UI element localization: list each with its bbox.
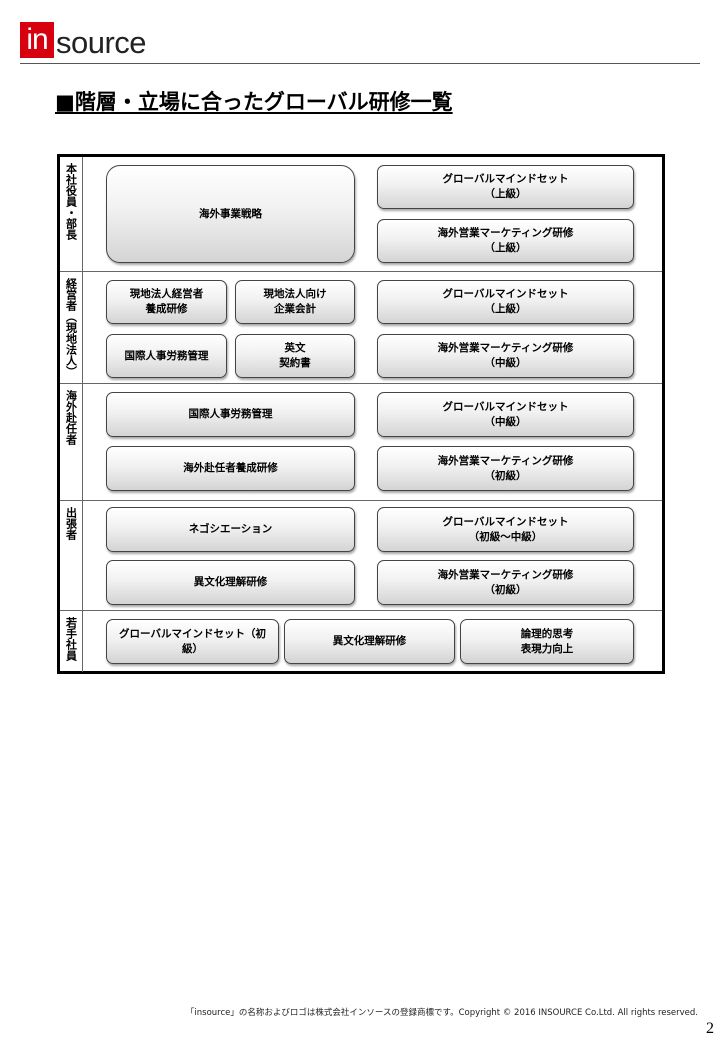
- course-cell: 海外営業マーケティング研修 （初級）: [377, 446, 634, 491]
- course-cell: 論理的思考 表現力向上: [460, 619, 634, 664]
- course-cell: 海外営業マーケティング研修 （上級）: [377, 219, 634, 263]
- page-number: 2: [706, 1020, 714, 1037]
- course-cell: グローバルマインドセット （初級～中級）: [377, 507, 634, 552]
- row-label: 海外赴任者: [60, 384, 83, 501]
- copyright-footer: 「insource」の名称およびロゴは株式会社インソースの登録商標です。Copy…: [185, 1008, 698, 1018]
- row-label: 経営者（現地法人）: [60, 272, 83, 384]
- course-cell: 現地法人向け 企業会計: [235, 280, 355, 324]
- course-cell: 異文化理解研修: [284, 619, 455, 664]
- row-label: 若手社員: [60, 611, 83, 672]
- row-label: 出張者: [60, 501, 83, 611]
- course-cell: 海外事業戦略: [106, 165, 355, 263]
- logo-mark: in: [20, 22, 54, 58]
- course-cell: グローバルマインドセット （上級）: [377, 280, 634, 324]
- course-cell: 海外赴任者養成研修: [106, 446, 355, 491]
- course-cell: ネゴシエーション: [106, 507, 355, 552]
- training-matrix: 本社役員・部長 海外事業戦略 グローバルマインドセット （上級） 海外営業マーケ…: [57, 154, 665, 674]
- matrix-row-local-management: 経営者（現地法人） 現地法人経営者 養成研修 現地法人向け 企業会計 国際人事労…: [60, 271, 662, 384]
- matrix-row-business-travelers: 出張者 ネゴシエーション 異文化理解研修 グローバルマインドセット （初級～中級…: [60, 500, 662, 611]
- course-cell: 海外営業マーケティング研修 （中級）: [377, 334, 634, 378]
- page-title: ■階層・立場に合ったグローバル研修一覧: [55, 90, 453, 114]
- row-label: 本社役員・部長: [60, 157, 83, 271]
- course-cell: 現地法人経営者 養成研修: [106, 280, 227, 324]
- course-cell: グローバルマインドセット （中級）: [377, 392, 634, 437]
- course-cell: 英文 契約書: [235, 334, 355, 378]
- company-logo: in source: [20, 22, 147, 60]
- logo-wordmark: source: [56, 25, 147, 60]
- header-divider: [20, 63, 700, 64]
- matrix-row-expatriates: 海外赴任者 国際人事労務管理 海外赴任者養成研修 グローバルマインドセット （中…: [60, 383, 662, 501]
- course-cell: 海外営業マーケティング研修 （初級）: [377, 560, 634, 605]
- course-cell: 国際人事労務管理: [106, 334, 227, 378]
- course-cell: 異文化理解研修: [106, 560, 355, 605]
- course-cell: グローバルマインドセット（初 級）: [106, 619, 279, 664]
- course-cell: 国際人事労務管理: [106, 392, 355, 437]
- matrix-row-young-employees: 若手社員 グローバルマインドセット（初 級） 異文化理解研修 論理的思考 表現力…: [60, 610, 662, 672]
- matrix-row-executives: 本社役員・部長 海外事業戦略 グローバルマインドセット （上級） 海外営業マーケ…: [60, 157, 662, 271]
- course-cell: グローバルマインドセット （上級）: [377, 165, 634, 209]
